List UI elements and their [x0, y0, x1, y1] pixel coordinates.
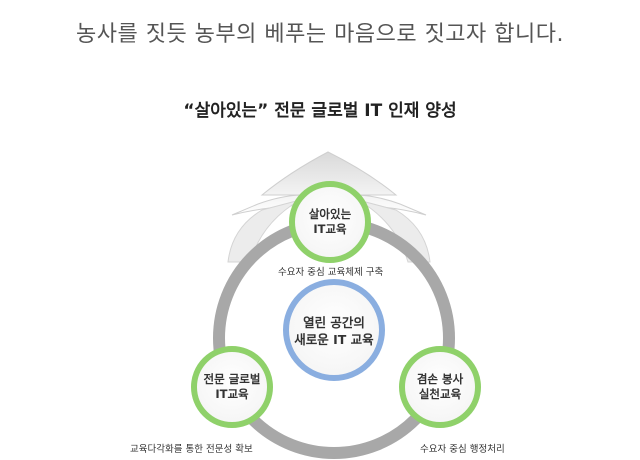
node-left-label: 전문 글로벌 IT교육	[187, 372, 277, 402]
center-line2: 새로운 IT 교육	[294, 332, 374, 347]
node-right-circle	[399, 346, 481, 428]
node-left-caption: 교육다각화를 통한 전문성 확보	[130, 444, 253, 455]
node-right-line2: 실천교육	[418, 387, 462, 401]
node-left-circle	[191, 346, 273, 428]
node-right-label: 겸손 봉사 실천교육	[395, 372, 485, 402]
center-line1: 열린 공간의	[303, 315, 365, 330]
center-circle	[283, 279, 385, 381]
node-right-caption: 수요자 중심 행정처리	[420, 444, 505, 455]
node-top-circle	[289, 181, 371, 263]
headline: 농사를 짓듯 농부의 베푸는 마음으로 짓고자 합니다.	[76, 22, 564, 47]
node-top-line1: 살아있는	[308, 207, 352, 221]
node-top-line2: IT교육	[313, 222, 347, 236]
node-left-line2: IT교육	[215, 387, 249, 401]
node-left-line1: 전문 글로벌	[203, 372, 261, 386]
node-top-label: 살아있는 IT교육	[290, 207, 370, 237]
center-label: 열린 공간의 새로운 IT 교육	[284, 314, 384, 348]
node-top-caption: 수요자 중심 교육체제 구축	[278, 267, 384, 278]
node-right-line1: 겸손 봉사	[416, 372, 464, 386]
subheadline: “살아있는” 전문 글로벌 IT 인재 양성	[183, 101, 457, 121]
